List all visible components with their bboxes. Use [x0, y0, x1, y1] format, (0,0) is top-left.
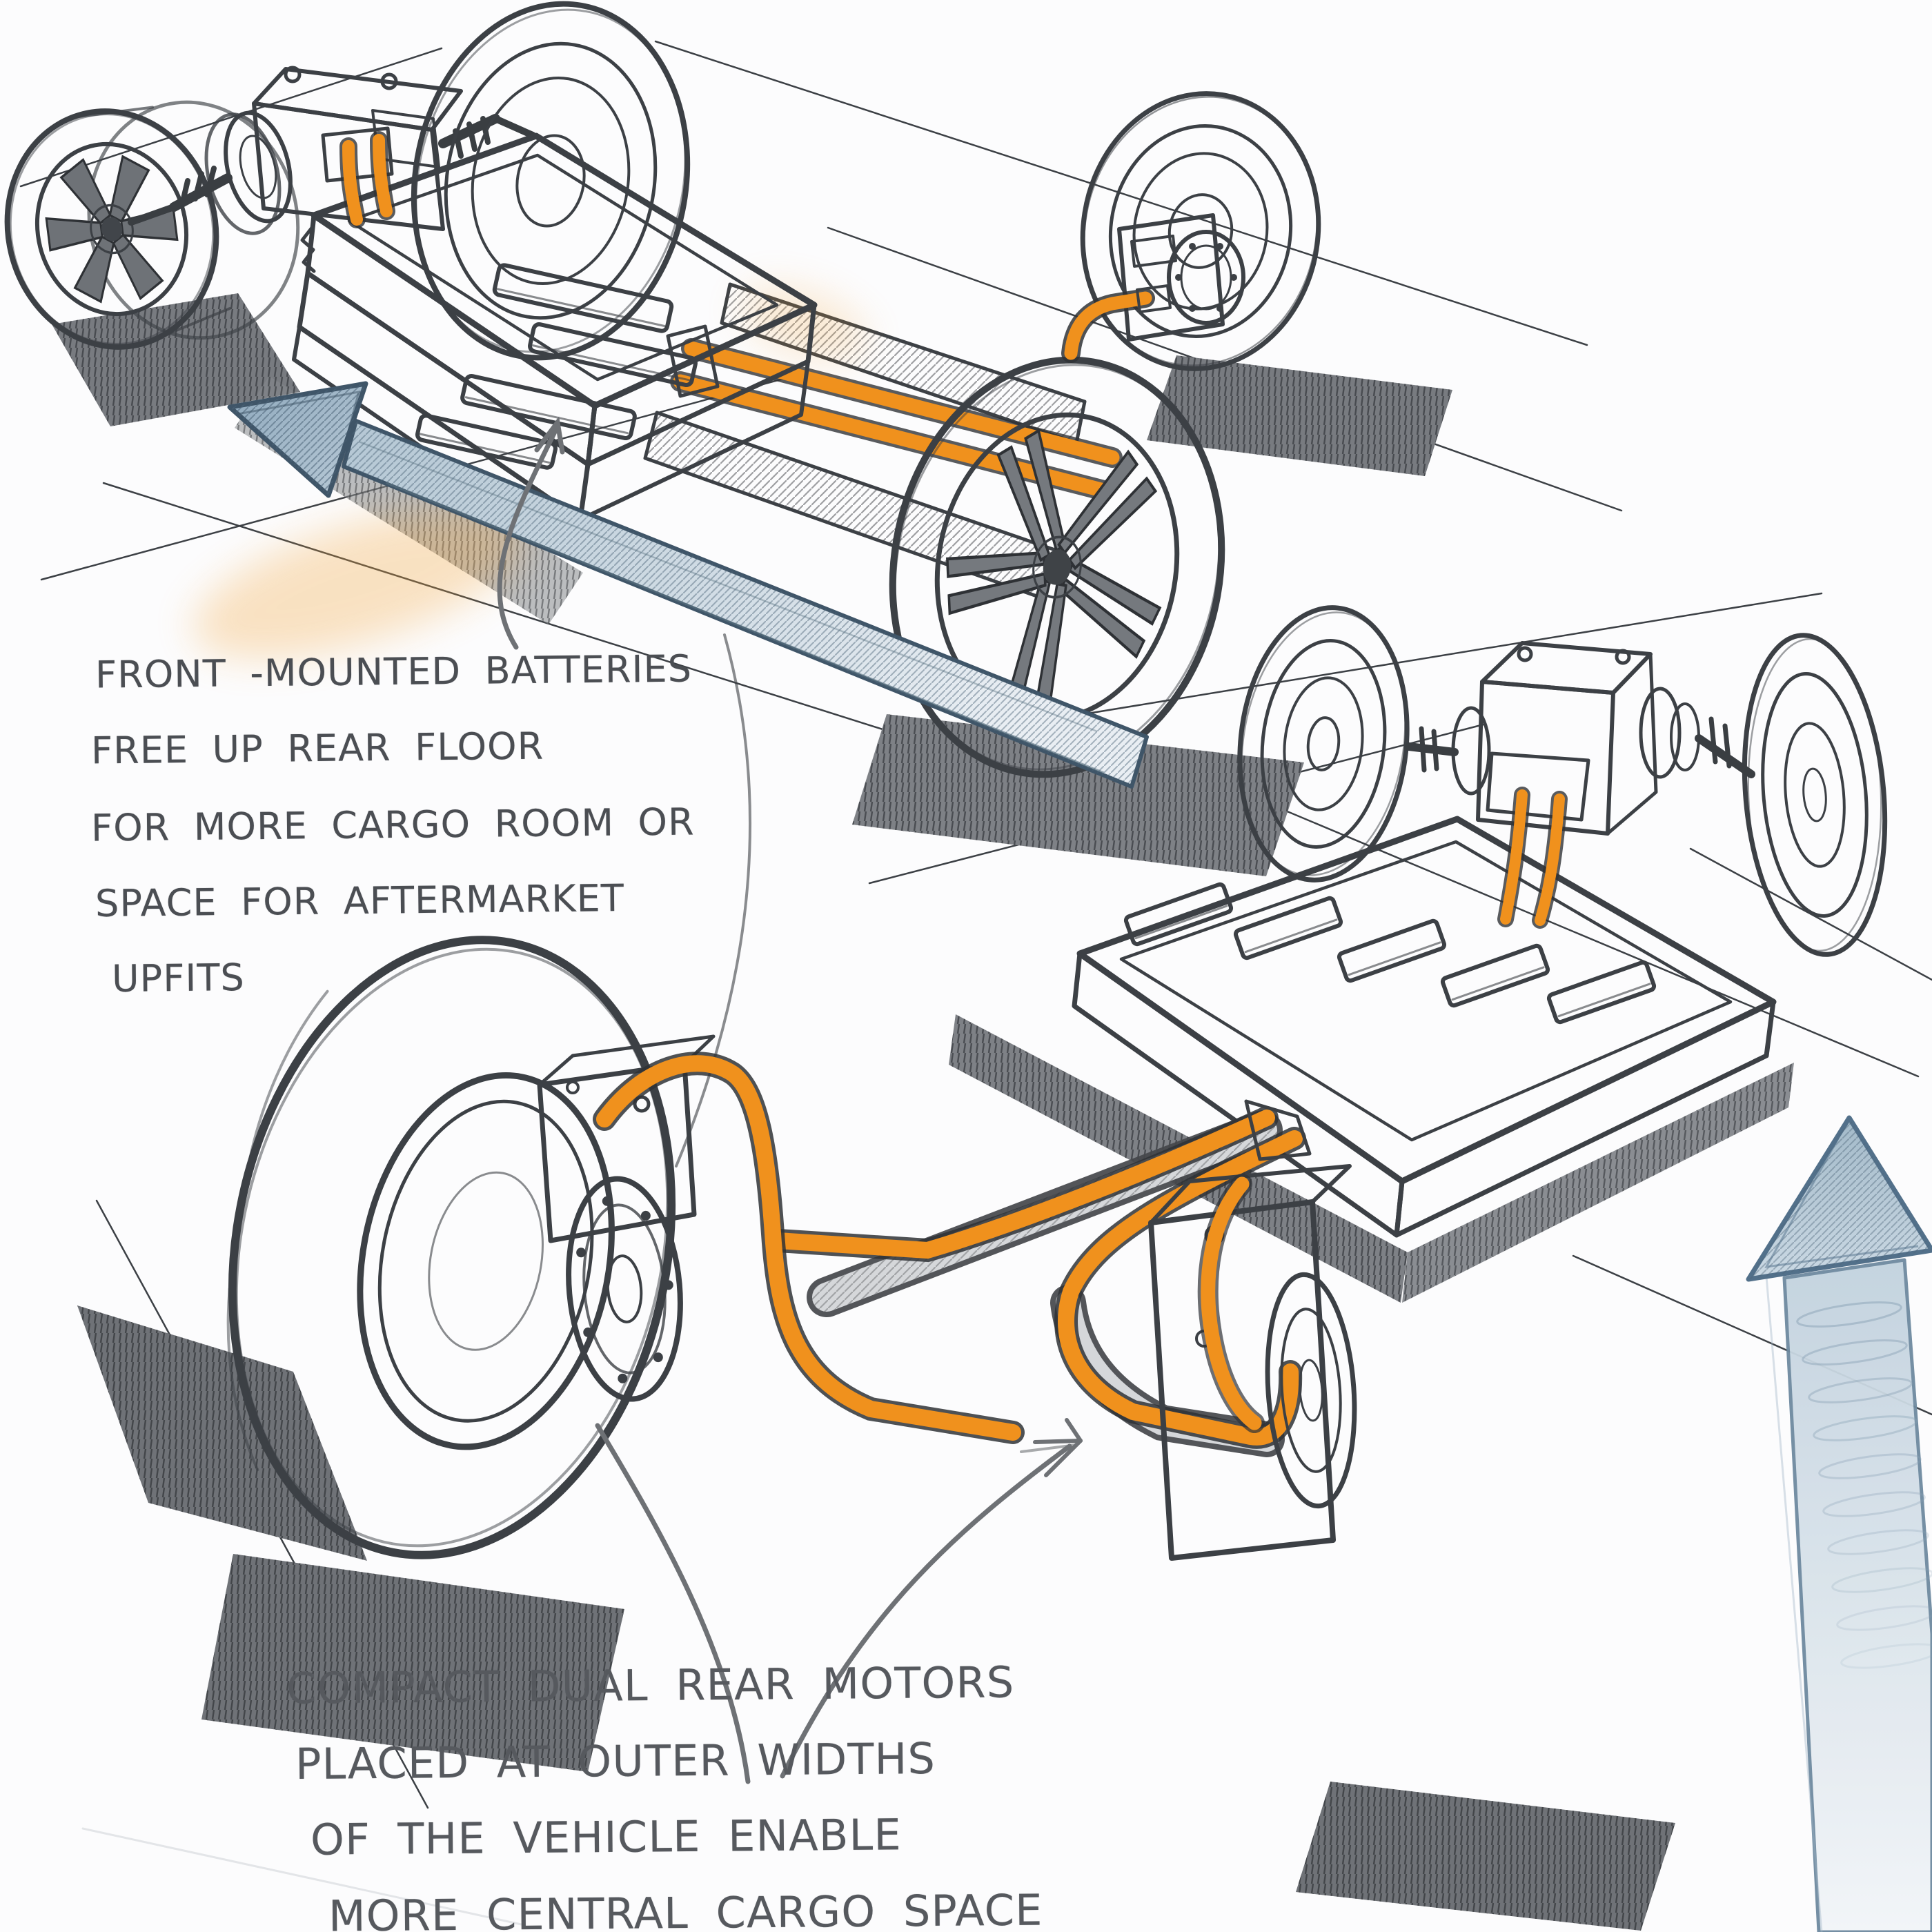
hv-cables-to-rear	[666, 324, 1123, 500]
annotation-line: UPFITS	[111, 955, 246, 1001]
hv-cable-rear-elbow	[1061, 284, 1172, 363]
wheel-spokes	[45, 155, 179, 304]
dual-rear-motor-layout-sketch	[77, 605, 1932, 1932]
annotation-line: FREE UP REAR FLOOR	[90, 724, 544, 773]
axle-shafts	[1405, 716, 1755, 778]
annotation-line: PLACED AT OUTER WIDTHS	[295, 1733, 936, 1790]
annotation-line: FOR MORE CARGO ROOM OR	[90, 800, 696, 850]
front-left-wheel	[4, 100, 300, 350]
wheel-spokes	[946, 428, 1162, 710]
lifting-eye	[380, 72, 398, 90]
rear-right-motor	[1148, 1164, 1357, 1561]
note-pointer-arrows-rear	[595, 1418, 1083, 1784]
front-right-wheel-small	[1742, 633, 1888, 957]
rear-far-wheel	[1080, 91, 1321, 371]
annotation-line: OF THE VEHICLE ENABLE	[310, 1809, 903, 1865]
rear-hub-motor	[1117, 213, 1245, 342]
hv-cables-front-motor	[1486, 751, 1590, 929]
battery-glow	[193, 507, 525, 659]
battery-cooling-slots	[415, 263, 698, 470]
bolt-dots	[576, 1196, 673, 1383]
lifting-eye	[1615, 649, 1631, 665]
front-battery-layout-sketch	[4, 1, 1452, 876]
hv-cables-motor-to-battery	[321, 126, 395, 228]
battery-glow	[741, 286, 867, 360]
front-battery-pack	[193, 132, 867, 659]
forward-direction-arrow	[227, 381, 1149, 789]
rear-spoked-wheel	[889, 356, 1225, 778]
annotation-line: COMPACT DUAL REAR MOTORS	[286, 1657, 1015, 1714]
annotation-line: MORE CENTRAL CARGO SPACE	[328, 1884, 1043, 1932]
annotation-line: SPACE FOR AFTERMARKET	[95, 876, 625, 926]
upward-direction-arrow	[1746, 1115, 1932, 1932]
lifting-eye	[284, 66, 302, 83]
bolt-dots	[1175, 243, 1237, 312]
front-drive-motor-small	[1405, 641, 1755, 836]
rear-right-wheel-shadow	[1296, 1782, 1675, 1931]
rear-sketch-front-axle	[1237, 605, 1888, 957]
lifting-eye	[1517, 646, 1533, 662]
rear-left-motor	[537, 1034, 716, 1402]
battery-cooling-slots	[1123, 882, 1657, 1025]
annotation-line: FRONT -MOUNTED BATTERIES	[95, 647, 693, 697]
rear-sketch-battery-pack	[1072, 816, 1777, 1238]
note-pointer-arrow-front	[497, 416, 565, 650]
axle-shaft-left	[128, 166, 233, 226]
